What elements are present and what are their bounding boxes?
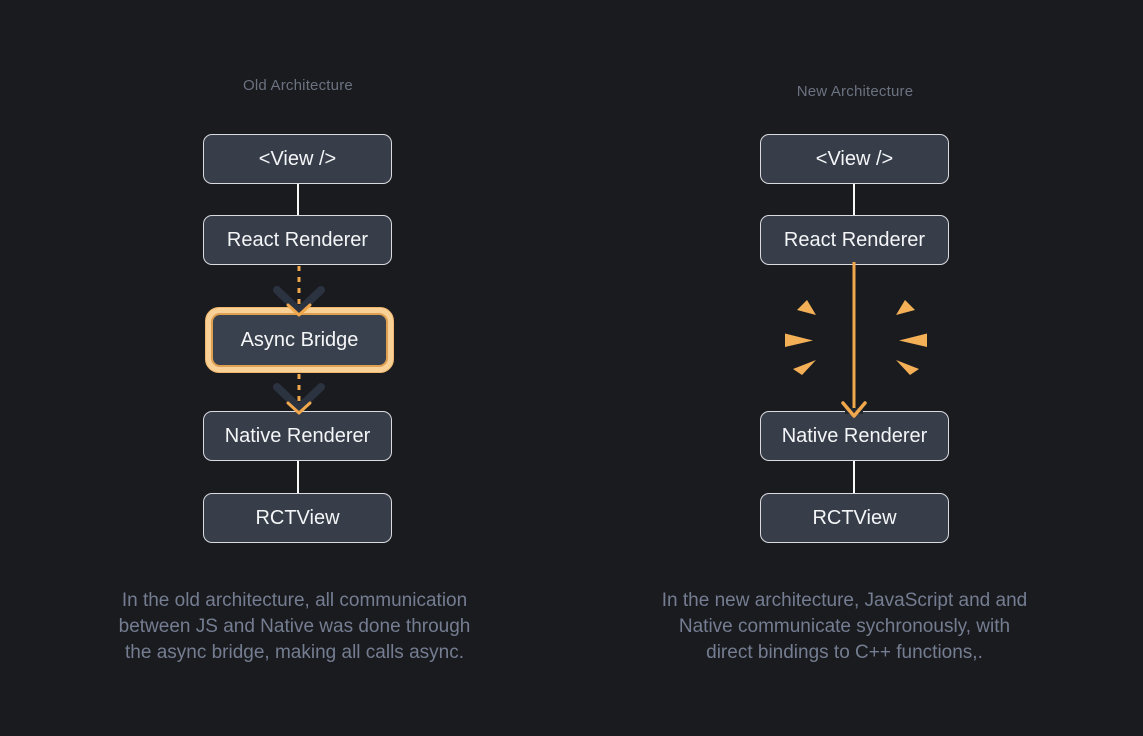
- old-rctview-node: RCTView: [203, 493, 392, 543]
- new-architecture-title: New Architecture: [796, 83, 914, 100]
- spark-wedge: [785, 333, 813, 347]
- old-caption-line-2: between JS and Native was done through: [118, 616, 471, 637]
- new-rctview-node: RCTView: [760, 493, 949, 543]
- dark-chevron-icon: [273, 383, 325, 412]
- old-native-renderer-node: Native Renderer: [203, 411, 392, 461]
- new-view-node: <View />: [760, 134, 949, 184]
- async-bridge-highlight: Async Bridge: [205, 307, 394, 373]
- spark-wedge: [896, 360, 919, 375]
- old-architecture-caption: In the old architecture, all communicati…: [84, 588, 505, 666]
- new-caption-line-1: In the new architecture, JavaScript and …: [661, 590, 1028, 611]
- old-caption-line-1: In the old architecture, all communicati…: [121, 590, 468, 611]
- connector-view-react-new: [853, 184, 855, 217]
- old-architecture-title: Old Architecture: [243, 77, 353, 94]
- old-view-node: <View />: [203, 134, 392, 184]
- new-react-renderer-node: React Renderer: [760, 215, 949, 265]
- old-react-renderer-node: React Renderer: [203, 215, 392, 265]
- connector-native-rct-old: [297, 460, 299, 494]
- new-native-renderer-node: Native Renderer: [760, 411, 949, 461]
- old-caption-line-3: the async bridge, making all calls async…: [125, 642, 464, 663]
- new-caption-line-3: direct bindings to C++ functions,.: [706, 642, 983, 663]
- spark-wedge: [896, 300, 915, 315]
- connector-view-react-old: [297, 183, 299, 216]
- connector-native-rct-new: [853, 460, 855, 494]
- spark-wedge: [797, 300, 816, 315]
- async-bridge-node: Async Bridge: [211, 313, 388, 367]
- spark-burst-left-icon: [785, 300, 816, 375]
- new-architecture-caption: In the new architecture, JavaScript and …: [634, 588, 1055, 666]
- spark-wedge: [899, 333, 927, 347]
- spark-burst-right-icon: [896, 300, 927, 375]
- spark-wedge: [793, 360, 816, 375]
- new-caption-line-2: Native communicate sychronously, with: [678, 616, 1011, 637]
